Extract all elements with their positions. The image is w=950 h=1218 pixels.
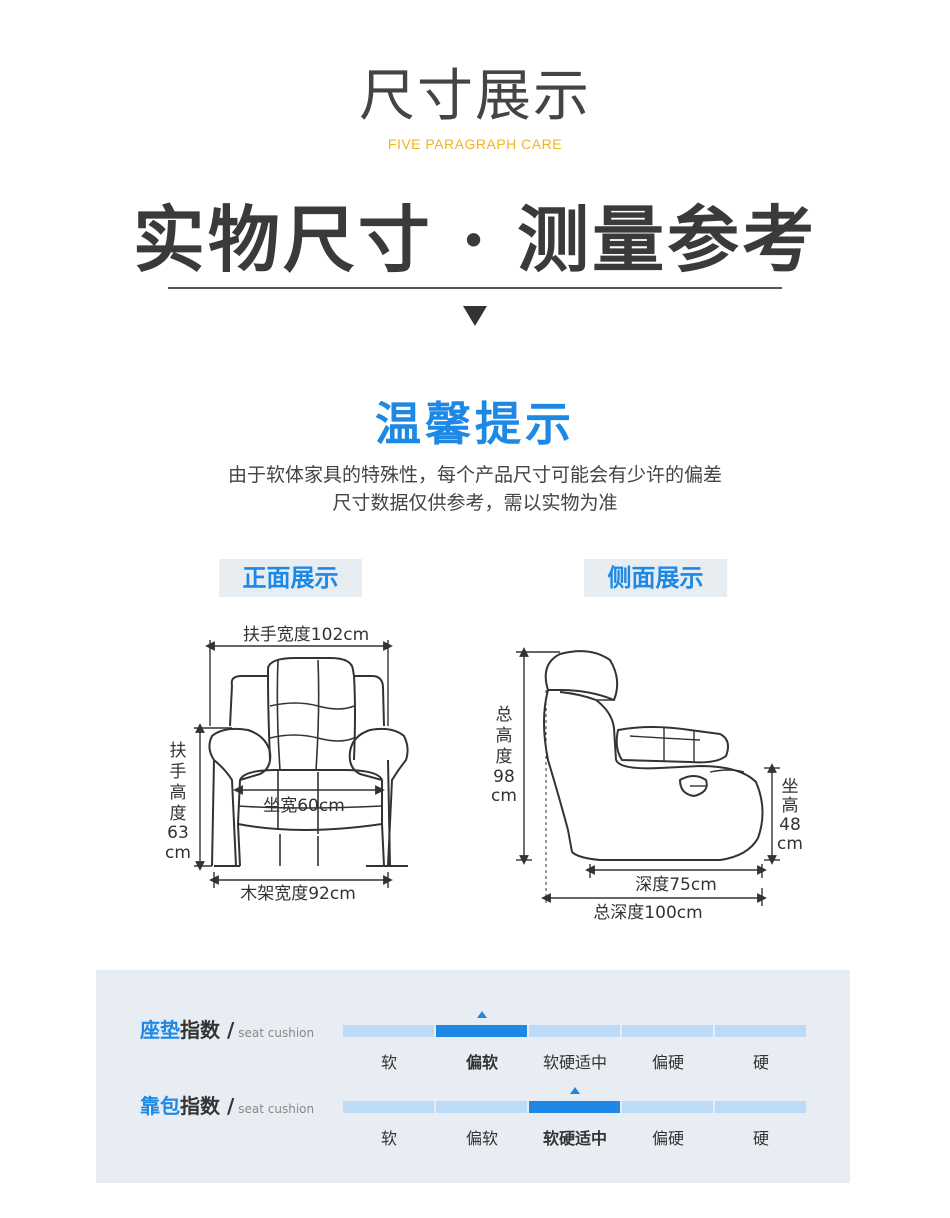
page-title: 尺寸展示 <box>359 64 591 129</box>
seat-scale-segment <box>715 1025 806 1037</box>
down-arrow-icon <box>463 306 487 326</box>
front-dimension-lines <box>194 640 393 888</box>
back-scale-segment <box>436 1101 527 1113</box>
back-scale-level-label: 偏硬 <box>651 1129 684 1148</box>
side-view-label: 侧面展示 <box>584 559 727 597</box>
section-divider <box>168 287 782 289</box>
total-height-char-1: 总 <box>496 705 513 725</box>
seat-height-label: 坐 高 48 cm <box>777 777 803 854</box>
back-scale-level-label: 硬 <box>752 1129 769 1148</box>
armrest-height-label: 扶 手 高 度 63 cm <box>165 741 191 863</box>
seat-index-slash: / <box>226 1018 235 1042</box>
seat-scale-segment <box>343 1025 434 1037</box>
seat-index-label-rest: 指数 <box>180 1018 220 1042</box>
tip-title: 温馨提示 <box>375 397 575 451</box>
seat-index-label: 座垫指数 /seat cushion <box>140 1014 314 1043</box>
sofa-dimension-diagram: 扶手宽度102cm 坐宽60cm 木架宽度92cm 扶 手 高 度 63 cm <box>165 625 803 923</box>
back-index-label-highlight: 靠包 <box>140 1094 180 1118</box>
armrest-height-char-1: 扶 <box>170 741 187 761</box>
back-index-slash: / <box>226 1094 235 1118</box>
back-scale-level-label: 软 <box>380 1129 397 1148</box>
back-scale-segment <box>715 1101 806 1113</box>
back-scale-level-label: 软硬适中 <box>542 1129 607 1148</box>
tip-line-2: 尺寸数据仅供参考，需以实物为准 <box>332 492 618 514</box>
total-height-char-2: 高 <box>496 726 513 746</box>
back-index-label-rest: 指数 <box>180 1094 220 1118</box>
armrest-height-value: 63 <box>167 823 189 843</box>
armrest-height-char-4: 度 <box>170 804 187 824</box>
seat-scale-segment <box>436 1025 527 1037</box>
side-sofa-drawing <box>543 650 764 861</box>
seat-scale-level-label: 偏硬 <box>651 1053 684 1072</box>
frame-width-label: 木架宽度92cm <box>240 884 356 904</box>
seat-scale-level-label: 软 <box>380 1053 397 1072</box>
page-subtitle: FIVE PARAGRAPH CARE <box>387 136 563 152</box>
seat-scale-segment <box>529 1025 620 1037</box>
total-height-value: 98 <box>493 767 515 787</box>
seat-scale-level-label: 软硬适中 <box>542 1053 607 1072</box>
seat-index-english: seat cushion <box>238 1026 315 1040</box>
side-dimension-lines <box>516 647 780 906</box>
seat-height-char-1: 坐 <box>782 777 799 797</box>
armrest-height-char-3: 高 <box>170 783 187 803</box>
back-index-scale: 软 偏软 软硬适中 偏硬 硬 <box>343 1087 807 1161</box>
total-height-char-3: 度 <box>496 747 513 767</box>
seat-width-label: 坐宽60cm <box>263 796 345 816</box>
seat-height-char-2: 高 <box>782 796 799 816</box>
seat-scale-level-label: 偏软 <box>465 1053 498 1072</box>
back-scale-marker-icon <box>569 1087 580 1094</box>
back-index-english: seat cushion <box>238 1102 315 1116</box>
seat-index-label-highlight: 座垫 <box>140 1018 180 1042</box>
seat-scale-marker-icon <box>476 1011 487 1018</box>
total-depth-label: 总深度100cm <box>593 903 702 923</box>
section-title: 实物尺寸 · 测量参考 <box>132 197 818 282</box>
firmness-index-panel: 座垫指数 /seat cushion 软偏软软硬适中偏硬硬 靠包指数 /seat… <box>96 970 850 1183</box>
seat-scale-segment <box>622 1025 713 1037</box>
armrest-height-char-2: 手 <box>170 762 187 782</box>
back-index-label: 靠包指数 /seat cushion <box>140 1090 314 1119</box>
back-scale-level-label: 偏软 <box>465 1129 498 1148</box>
armrest-height-unit: cm <box>165 843 191 863</box>
back-scale-segment <box>343 1101 434 1113</box>
total-height-unit: cm <box>491 786 517 806</box>
front-view-label: 正面展示 <box>219 559 362 597</box>
total-height-label: 总 高 度 98 cm <box>491 705 517 806</box>
seat-height-value: 48 <box>779 815 801 835</box>
seat-scale-level-label: 硬 <box>752 1053 769 1072</box>
back-scale-segment <box>622 1101 713 1113</box>
back-scale-segment <box>529 1101 620 1113</box>
tip-line-1: 由于软体家具的特殊性，每个产品尺寸可能会有少许的偏差 <box>227 464 722 486</box>
seat-height-unit: cm <box>777 834 803 854</box>
depth-label: 深度75cm <box>635 875 717 895</box>
front-sofa-drawing <box>208 657 409 867</box>
seat-index-scale: 软 偏软 软硬适中 偏硬 硬 <box>343 1011 807 1085</box>
armrest-width-label: 扶手宽度102cm <box>243 625 369 645</box>
